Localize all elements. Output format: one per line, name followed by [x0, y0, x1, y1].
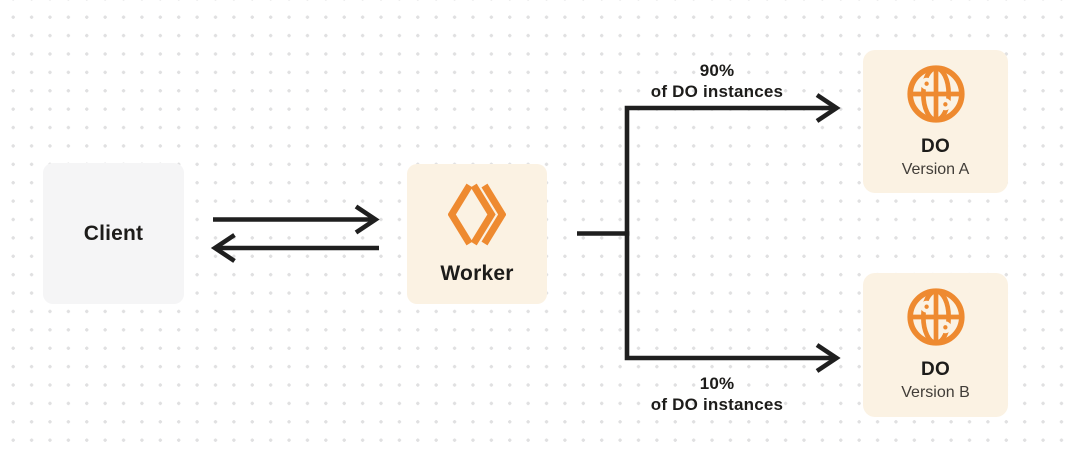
arrow-client-to-worker: [213, 204, 380, 235]
do-version-a-title: DO: [921, 135, 950, 157]
split-label-90: 90% of DO instances: [627, 60, 807, 102]
worker-node: Worker: [407, 164, 547, 304]
do-version-b-subtitle: Version B: [901, 384, 970, 401]
do-version-b-title: DO: [921, 359, 950, 380]
do-version-a-subtitle: Version A: [901, 160, 970, 178]
worker-chevrons-icon: [448, 183, 506, 245]
client-node: Client: [43, 163, 184, 304]
globe-icon: [906, 64, 965, 123]
branch-connector: [577, 105, 834, 361]
do-version-a-node: DO Version A: [863, 50, 1008, 193]
split-label-10-caption: of DO instances: [650, 395, 784, 414]
do-version-b-node: DO Version B: [863, 273, 1008, 417]
arrow-to-version-a: [815, 93, 841, 123]
split-label-90-caption: of DO instances: [650, 82, 784, 101]
arrow-worker-to-client: [210, 233, 379, 263]
split-label-10: 10% of DO instances: [627, 373, 807, 415]
client-label: Client: [83, 221, 144, 245]
split-label-10-percent: 10%: [699, 374, 735, 393]
arrow-to-version-b: [815, 343, 841, 373]
globe-icon: [906, 288, 965, 346]
split-label-90-percent: 90%: [699, 61, 735, 80]
worker-label: Worker: [440, 261, 514, 285]
